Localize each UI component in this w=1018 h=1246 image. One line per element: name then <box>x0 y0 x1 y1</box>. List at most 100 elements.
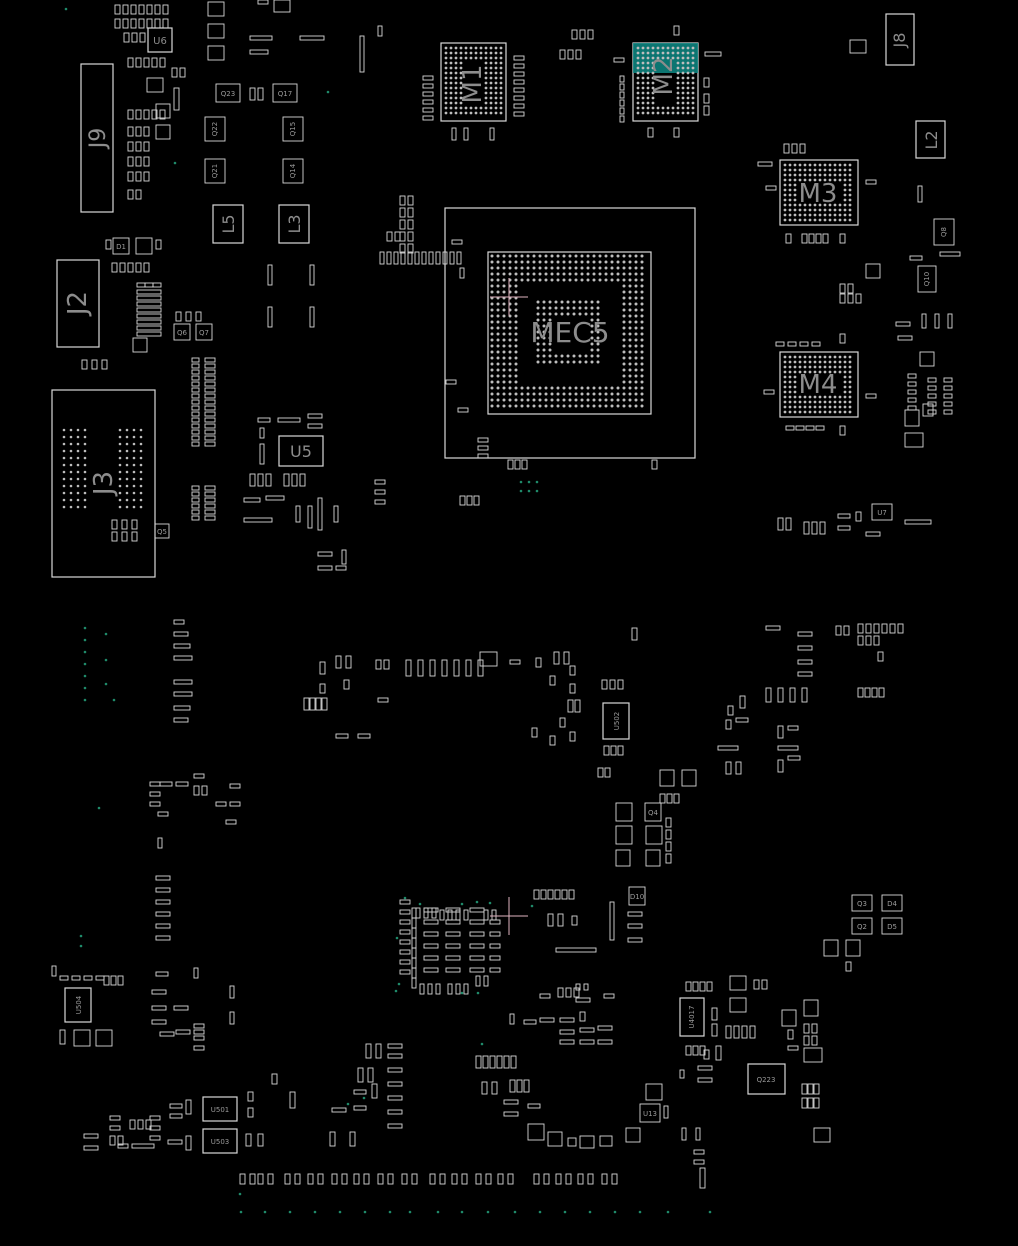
j3-pin <box>83 463 87 467</box>
test-point <box>708 1210 712 1214</box>
mec5-core-ball <box>536 300 540 304</box>
d1-outline[interactable] <box>112 237 130 255</box>
smd-pad <box>465 659 472 677</box>
mec5-ball <box>586 272 590 276</box>
j2-outline[interactable] <box>56 259 100 348</box>
mec5-ball <box>490 326 494 330</box>
j3-pin <box>132 442 136 446</box>
smd-pad <box>865 393 877 399</box>
m1-ball <box>489 61 493 65</box>
m3-ball <box>833 173 837 177</box>
q7-outline[interactable] <box>195 323 213 341</box>
u13-outline[interactable] <box>639 1103 661 1123</box>
q21-outline[interactable] <box>204 158 226 184</box>
mec5-ball <box>508 404 512 408</box>
m1-ball <box>494 96 498 100</box>
q223-outline[interactable] <box>747 1063 786 1095</box>
mec5-ball <box>568 272 572 276</box>
u5-outline[interactable] <box>278 435 324 467</box>
mec5-core-ball <box>542 306 546 310</box>
m3-ball <box>808 218 812 222</box>
m2-ball <box>681 111 685 115</box>
m1-ball <box>494 66 498 70</box>
label-q14: Q14 <box>289 163 297 178</box>
smd-pad <box>295 505 301 523</box>
q5-outline[interactable] <box>154 523 170 539</box>
m3-outline[interactable] <box>779 159 859 226</box>
m4-ball <box>783 390 787 394</box>
m1-outline[interactable] <box>440 42 507 122</box>
m4-ball <box>803 395 807 399</box>
m2-ball <box>646 111 650 115</box>
smd-pad <box>445 955 461 961</box>
u4017-outline[interactable] <box>679 997 705 1037</box>
mec5-ball <box>568 392 572 396</box>
m3-ball <box>798 173 802 177</box>
smd-pad <box>357 1067 364 1083</box>
q6-outline[interactable] <box>173 323 191 341</box>
mec5-ball <box>640 332 644 336</box>
m1-ball <box>459 61 463 65</box>
j9-outline[interactable] <box>80 63 114 213</box>
mec5-ball <box>628 332 632 336</box>
smd-pad <box>571 29 578 40</box>
mec5-core-ball <box>572 300 576 304</box>
u502-outline[interactable] <box>602 702 630 740</box>
mec5-ball <box>514 350 518 354</box>
j8-outline[interactable] <box>885 13 915 66</box>
u7-outline[interactable] <box>871 503 893 521</box>
smd-pad <box>229 801 241 807</box>
d4-outline[interactable] <box>881 894 903 912</box>
u504-outline[interactable] <box>64 987 92 1023</box>
q14-outline[interactable] <box>282 158 304 184</box>
q3-outline[interactable] <box>851 894 873 912</box>
mec5-ball <box>550 404 554 408</box>
smd-pad <box>423 955 439 961</box>
m1-ball <box>494 51 498 55</box>
q2-outline[interactable] <box>851 917 873 935</box>
m2-ball <box>676 91 680 95</box>
q8-outline[interactable] <box>933 218 955 246</box>
l2-outline[interactable] <box>915 120 946 159</box>
smd-pad <box>801 1097 808 1109</box>
q10-outline[interactable] <box>917 265 937 293</box>
test-point <box>263 1210 267 1214</box>
q22-outline[interactable] <box>204 116 226 142</box>
m4-outline[interactable] <box>779 351 859 418</box>
m2-ball <box>641 111 645 115</box>
j3-outline[interactable] <box>51 389 156 578</box>
m2-ball <box>641 101 645 105</box>
m4-ball <box>833 365 837 369</box>
j3-pin <box>125 498 129 502</box>
mec5-ball <box>508 374 512 378</box>
smd-pad <box>435 983 441 995</box>
m4-ball <box>813 355 817 359</box>
smd-pad <box>195 311 202 322</box>
u501-outline[interactable] <box>202 1096 238 1122</box>
d10-outline[interactable] <box>628 886 646 906</box>
test-point <box>104 682 108 686</box>
q17-outline[interactable] <box>272 83 298 103</box>
l3-outline[interactable] <box>278 204 310 244</box>
q4-outline[interactable] <box>644 802 662 822</box>
m2-ball <box>656 56 660 60</box>
mec5-outline[interactable] <box>444 207 696 459</box>
smd-pad <box>136 307 162 313</box>
m1-ball <box>449 91 453 95</box>
m2-ball <box>691 51 695 55</box>
l5-outline[interactable] <box>212 204 244 244</box>
q15-outline[interactable] <box>282 116 304 142</box>
mec5-ball <box>616 404 620 408</box>
mec5-core-ball <box>560 306 564 310</box>
d5-outline[interactable] <box>881 917 903 935</box>
smd-pad <box>247 1107 254 1118</box>
m4-ball <box>848 370 852 374</box>
m3-ball <box>848 163 852 167</box>
u503-outline[interactable] <box>202 1128 238 1154</box>
smd-pad <box>335 733 349 739</box>
m4-ball <box>788 355 792 359</box>
j3-pin <box>132 477 136 481</box>
smd-pad <box>155 239 162 250</box>
q23-outline[interactable] <box>215 83 241 103</box>
j3-pin <box>83 470 87 474</box>
